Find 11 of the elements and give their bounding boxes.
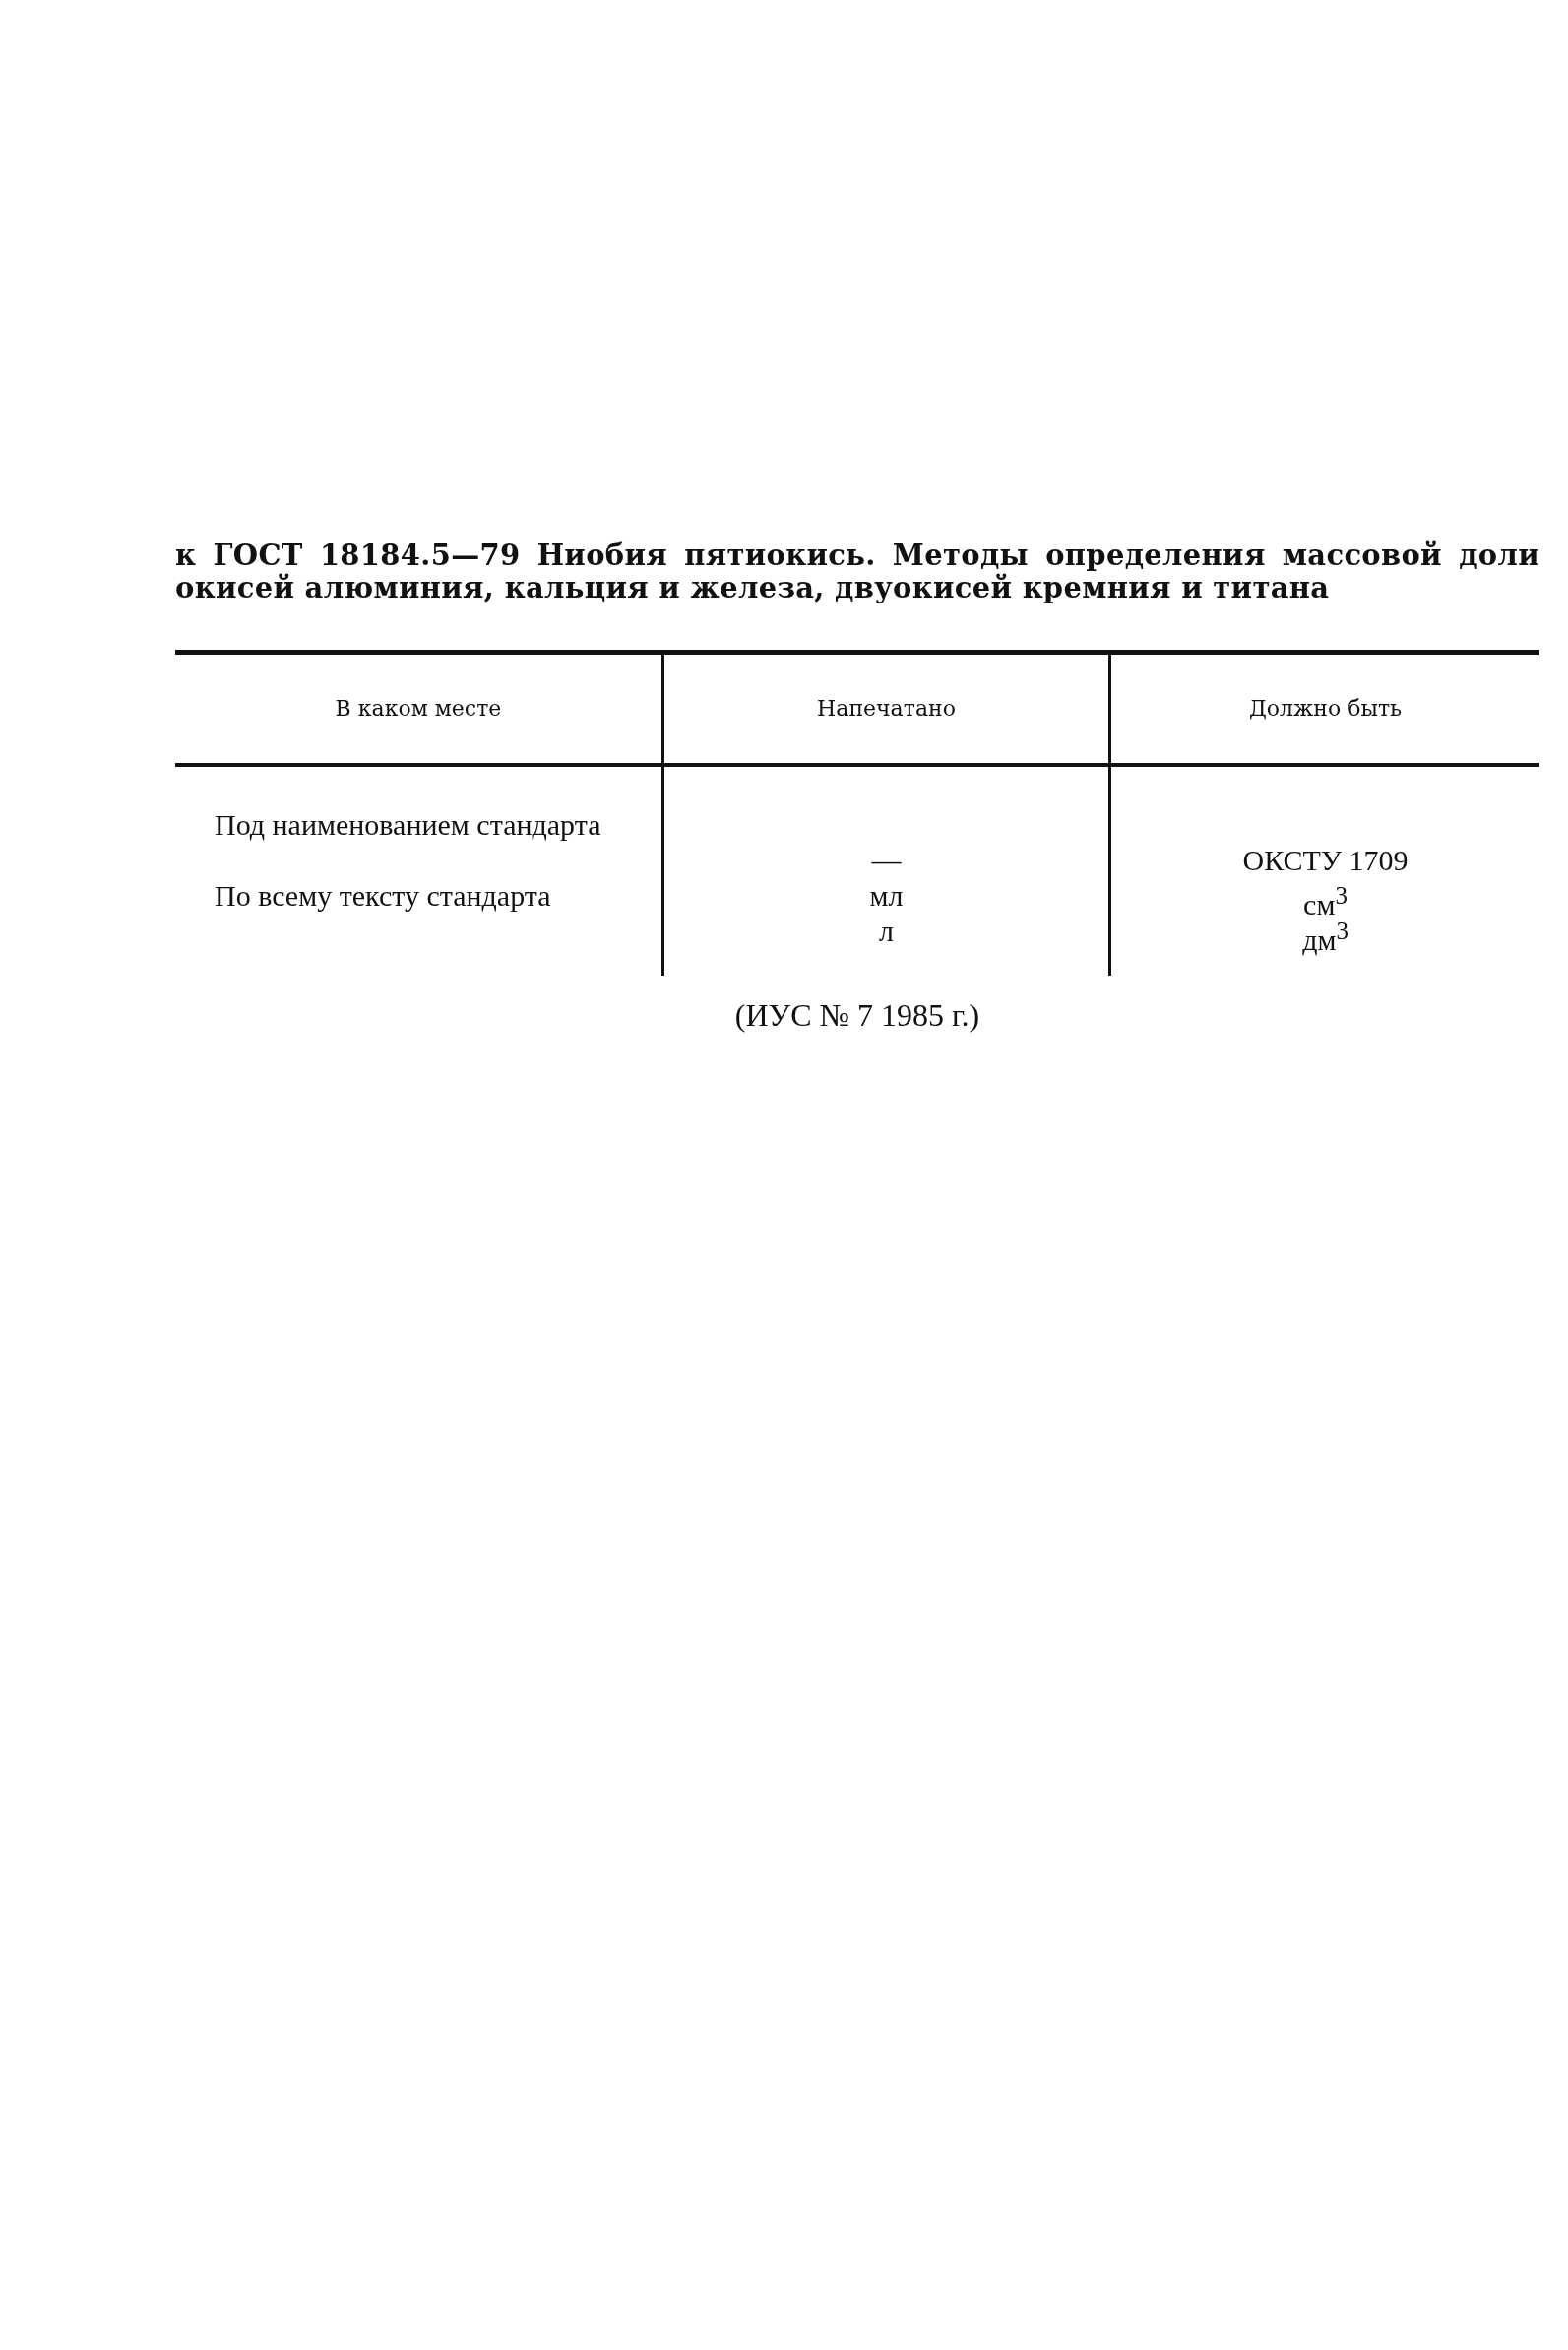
location-text: По всему тексту стандарта bbox=[214, 878, 552, 914]
printed-value: л bbox=[878, 914, 895, 949]
caption-note: (ИУС № 7 1985 г.) bbox=[733, 996, 981, 1034]
printed-value: — bbox=[870, 843, 903, 878]
column-header: Напечатано bbox=[816, 695, 957, 723]
correct-value: ОКСТУ 1709 bbox=[1241, 843, 1410, 878]
location-text: Под наименованием стандарта bbox=[214, 807, 602, 843]
column-header: В каком месте bbox=[334, 695, 503, 723]
document-heading: к ГОСТ 18184.5—79 Ниобия пятиокись. Методы определения массовой доли окисей алюминия, кальция и железа, двуокисей кремния и титана bbox=[175, 540, 1539, 604]
printed-value: мл bbox=[868, 878, 905, 914]
column-header: Должно быть bbox=[1247, 695, 1404, 723]
